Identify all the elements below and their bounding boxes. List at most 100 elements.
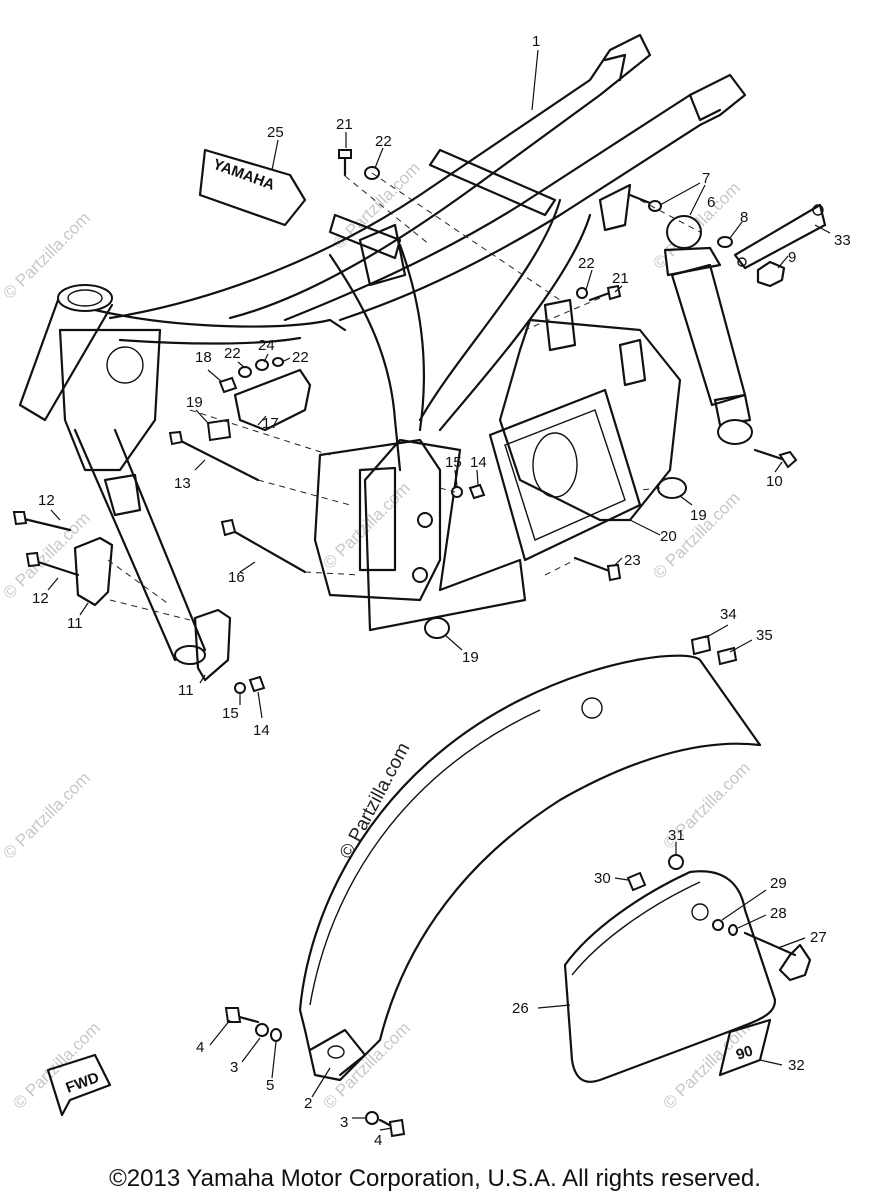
callout-17: 17 bbox=[262, 415, 279, 432]
grommet-part-31 bbox=[668, 854, 684, 870]
callout-14-low: 14 bbox=[253, 722, 270, 739]
battery-box-part-20 bbox=[488, 298, 682, 562]
washer-part-28 bbox=[728, 924, 738, 936]
damper-part-19-right bbox=[657, 477, 687, 499]
bolt-part-21-upper bbox=[338, 148, 352, 177]
washer-part-5 bbox=[270, 1028, 282, 1042]
callout-7: 7 bbox=[702, 170, 710, 187]
callout-3-upper: 3 bbox=[230, 1059, 238, 1076]
frame-part-1 bbox=[18, 33, 747, 665]
callout-26: 26 bbox=[512, 1000, 529, 1017]
grommet-part-34 bbox=[690, 634, 712, 656]
bracket-part-17 bbox=[233, 368, 312, 432]
callout-11-right: 11 bbox=[178, 682, 194, 699]
callout-25: 25 bbox=[267, 124, 284, 141]
callout-21-upper: 21 bbox=[336, 116, 353, 133]
callout-22-mid: 22 bbox=[292, 349, 309, 366]
callout-6: 6 bbox=[707, 194, 715, 211]
nut-part-22-left bbox=[238, 366, 252, 378]
callout-11-left: 11 bbox=[67, 615, 83, 632]
forward-arrow-label: FWD bbox=[64, 1069, 102, 1097]
washer-part-8 bbox=[717, 236, 733, 248]
plate-part-11-right bbox=[193, 608, 232, 682]
callout-15-low: 15 bbox=[222, 705, 239, 722]
bolt-part-16 bbox=[220, 518, 307, 574]
watermark-tiles: © Partzilla.com © Partzilla.com © Partzi… bbox=[0, 158, 754, 1112]
bolt-part-12-lower bbox=[25, 551, 80, 577]
plate-part-11-left bbox=[73, 536, 114, 607]
callout-4-lower: 4 bbox=[374, 1132, 382, 1149]
watermark-tile: © Partzilla.com bbox=[0, 768, 94, 862]
bolt-part-21-right bbox=[588, 284, 622, 302]
hex-nut-part-9 bbox=[756, 260, 786, 288]
callout-32: 32 bbox=[788, 1057, 805, 1074]
callout-24: 24 bbox=[258, 337, 275, 354]
leader-lines bbox=[47, 49, 831, 1131]
bolt-part-13 bbox=[168, 430, 260, 482]
washer-part-24 bbox=[255, 359, 269, 371]
callout-16: 16 bbox=[228, 569, 245, 586]
rear-shock-part-6 bbox=[663, 215, 753, 445]
nut-part-14-mid bbox=[468, 483, 486, 500]
assembly-lines bbox=[107, 172, 701, 621]
callout-22-upper: 22 bbox=[375, 133, 392, 150]
callout-8: 8 bbox=[740, 209, 748, 226]
bolt-part-18 bbox=[218, 376, 238, 394]
bolt-part-4-upper bbox=[224, 1007, 260, 1024]
watermark-tile: © Partzilla.com bbox=[0, 508, 94, 602]
washer-part-15-low bbox=[234, 682, 246, 694]
callout-18: 18 bbox=[195, 349, 212, 366]
callout-1: 1 bbox=[532, 33, 540, 50]
callout-15-mid: 15 bbox=[445, 454, 462, 471]
bolt-part-12-upper bbox=[12, 511, 72, 532]
washer-part-29 bbox=[712, 919, 724, 931]
callout-23: 23 bbox=[624, 552, 641, 569]
washer-part-3-upper bbox=[255, 1023, 269, 1037]
callout-22-left: 22 bbox=[224, 345, 241, 362]
callout-numbers: 1 25 21 22 7 6 8 33 9 22 21 18 22 24 22 … bbox=[32, 33, 851, 1149]
callout-33: 33 bbox=[834, 232, 851, 249]
side-cover-part-26 bbox=[563, 870, 777, 1083]
bolt-part-10 bbox=[753, 448, 798, 469]
callout-10: 10 bbox=[766, 473, 783, 490]
bolt-part-4-lower bbox=[378, 1118, 406, 1138]
nut-part-30 bbox=[626, 871, 647, 892]
callout-9: 9 bbox=[788, 249, 796, 266]
clip-part-35 bbox=[716, 646, 738, 666]
callout-19-left: 19 bbox=[186, 394, 203, 411]
callout-34: 34 bbox=[720, 606, 737, 623]
callout-3-lower: 3 bbox=[340, 1114, 348, 1131]
washer-part-15-mid bbox=[451, 486, 463, 498]
parts-diagram: © Partzilla.com © Partzilla.com © Partzi… bbox=[0, 33, 851, 1149]
watermark-tile: © Partzilla.com bbox=[319, 1018, 413, 1112]
callout-29: 29 bbox=[770, 875, 787, 892]
callout-12-upper: 12 bbox=[38, 492, 55, 509]
nut-part-22-right bbox=[576, 287, 588, 299]
callout-12-lower: 12 bbox=[32, 590, 49, 607]
callout-27: 27 bbox=[810, 929, 827, 946]
decal-text: 90 bbox=[734, 1042, 755, 1063]
callout-13: 13 bbox=[174, 475, 191, 492]
callout-28: 28 bbox=[770, 905, 787, 922]
damper-part-19-left bbox=[206, 418, 232, 442]
decal-part-32: 90 bbox=[718, 1018, 772, 1077]
callout-2: 2 bbox=[304, 1095, 312, 1112]
bolt-part-7 bbox=[628, 193, 662, 212]
callout-30: 30 bbox=[594, 870, 611, 887]
callout-22-right: 22 bbox=[578, 255, 595, 272]
knob-screw-part-27 bbox=[743, 931, 812, 982]
rear-fender-part-2 bbox=[298, 654, 762, 1082]
callout-20: 20 bbox=[660, 528, 677, 545]
callout-31: 31 bbox=[668, 827, 685, 844]
callout-19-right: 19 bbox=[690, 507, 707, 524]
callout-4-upper: 4 bbox=[196, 1039, 204, 1056]
copyright-notice: ©2013 Yamaha Motor Corporation, U.S.A. A… bbox=[109, 1165, 761, 1192]
callout-21-right: 21 bbox=[612, 270, 629, 287]
main-watermark: © Partzilla.com bbox=[336, 739, 415, 862]
damper-part-19-bottom bbox=[424, 617, 450, 639]
shock-bracket-part-33 bbox=[733, 203, 827, 270]
washer-part-3-lower bbox=[365, 1111, 379, 1125]
callout-19-bottom: 19 bbox=[462, 649, 479, 666]
nut-part-22-mid bbox=[272, 357, 284, 367]
nut-part-14-low bbox=[248, 675, 266, 693]
